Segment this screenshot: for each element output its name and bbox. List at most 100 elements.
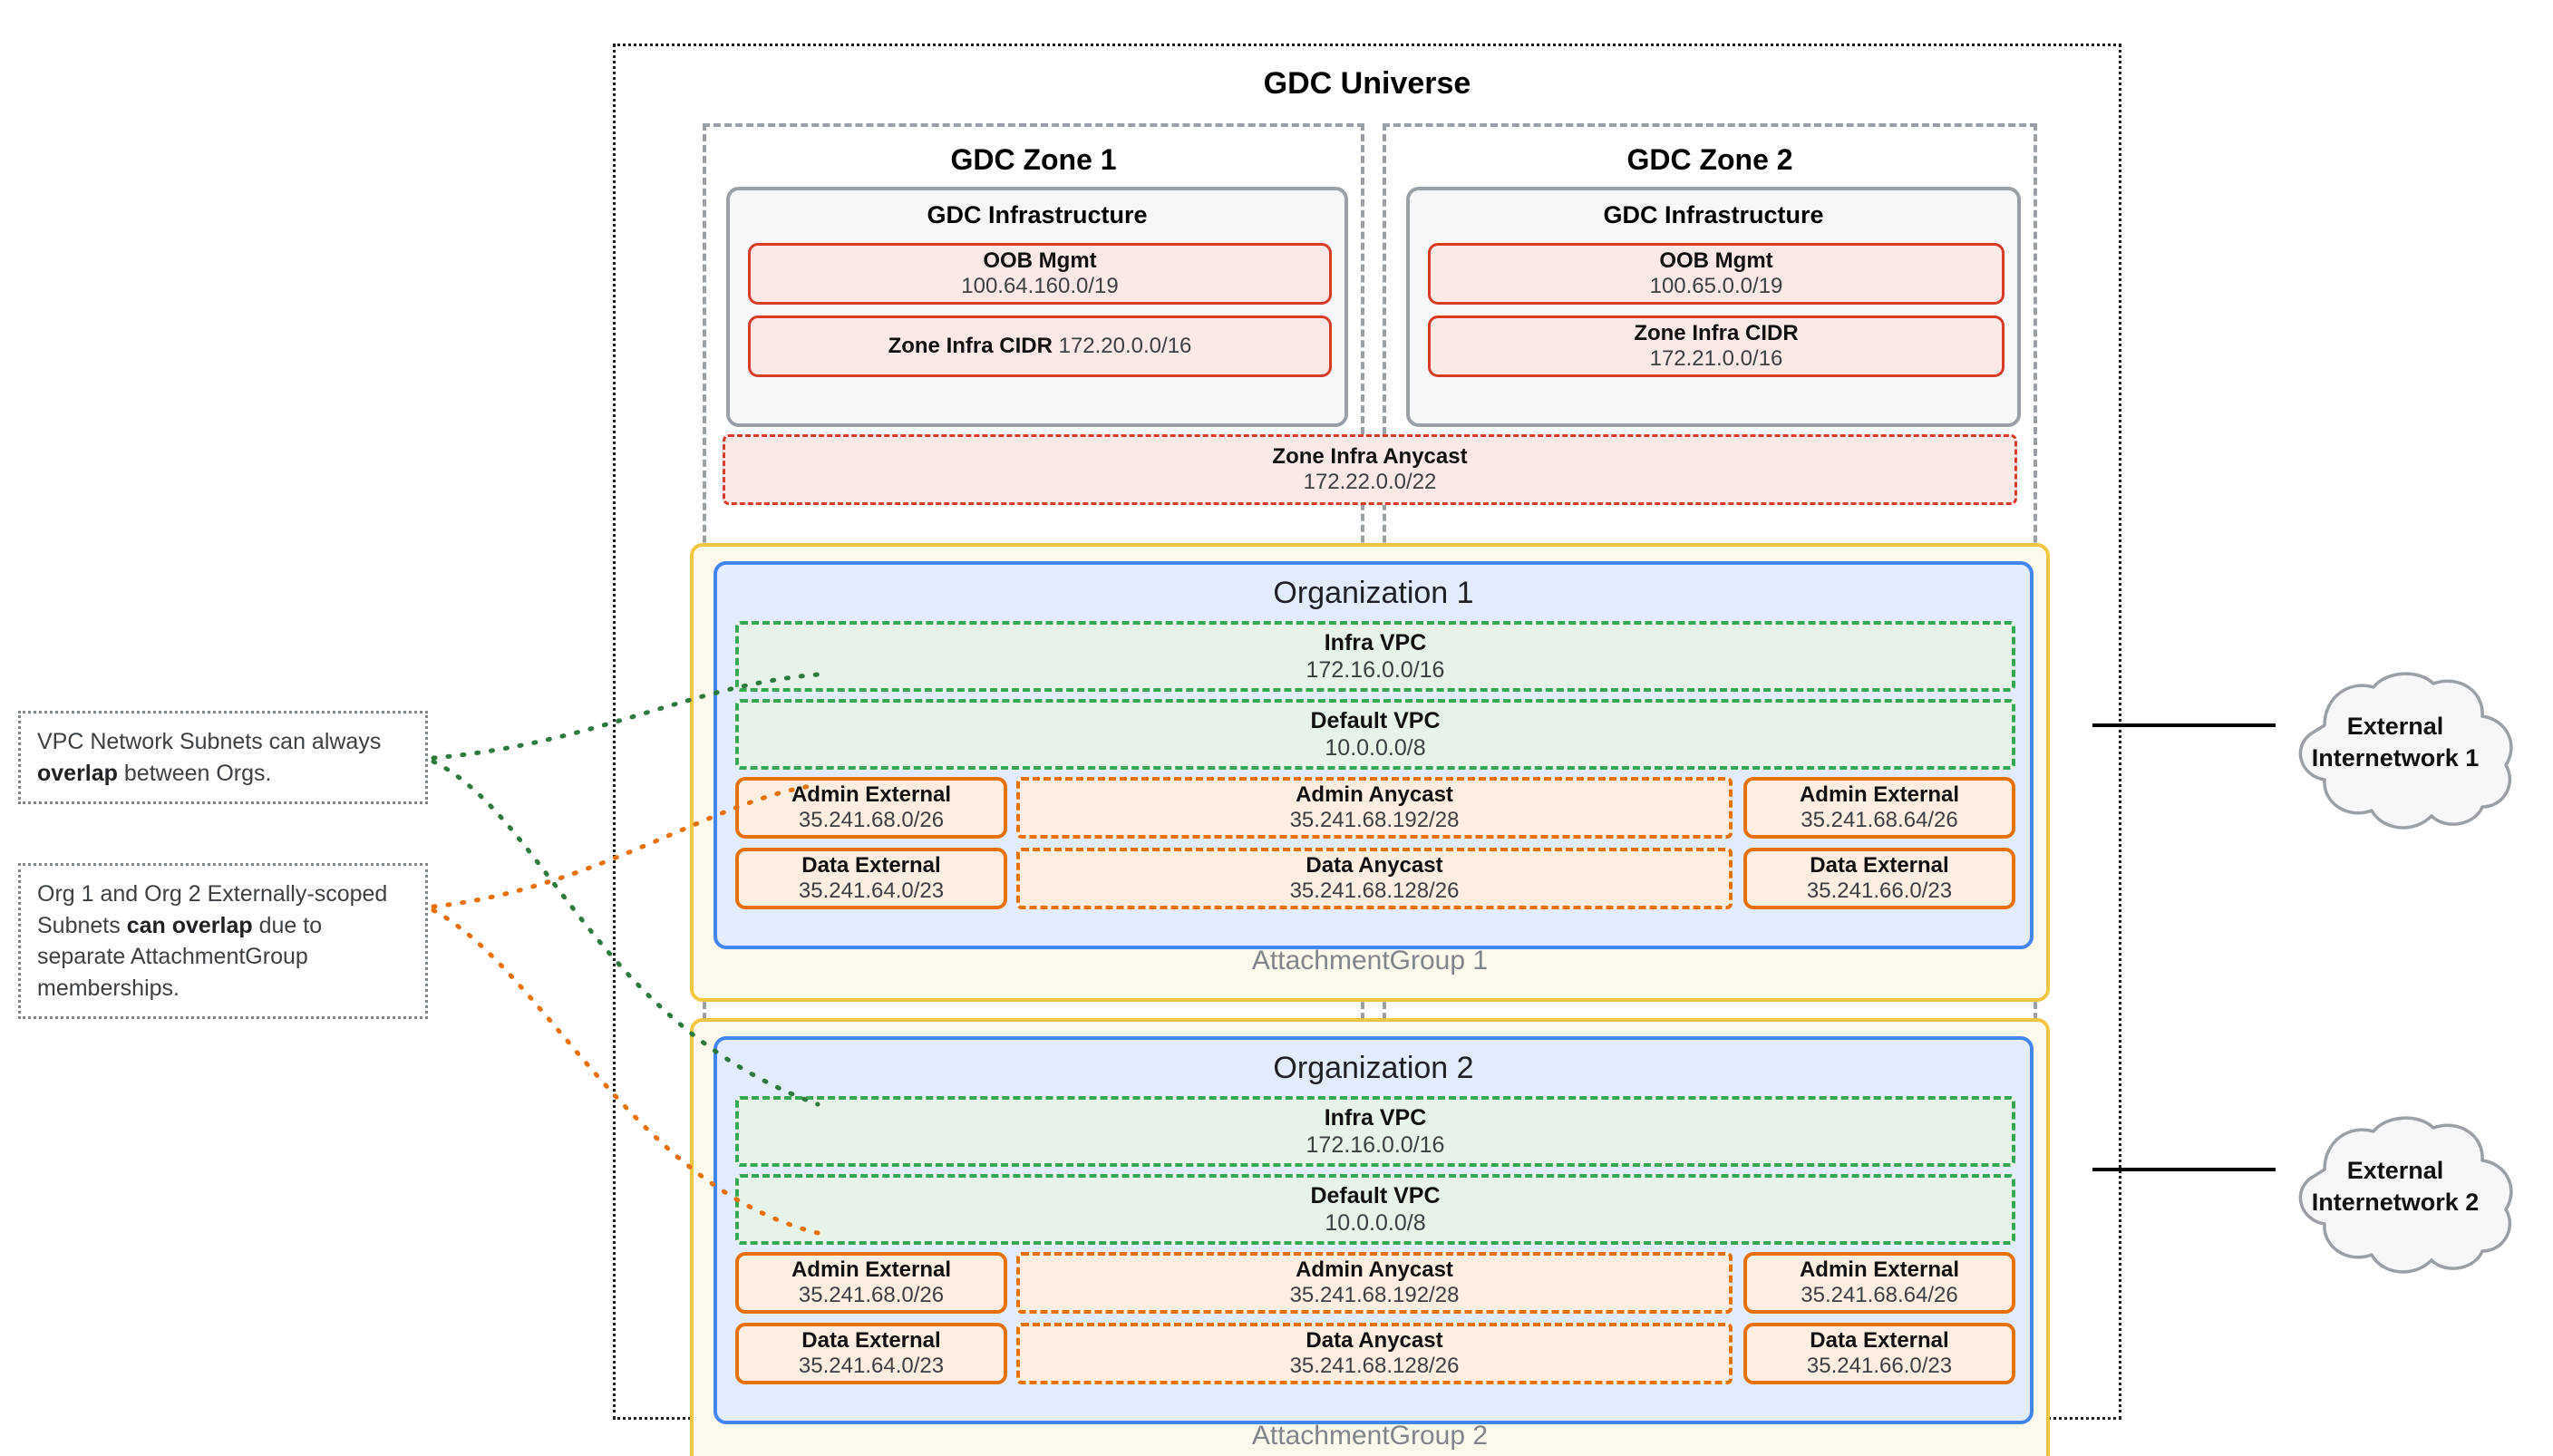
zone-infra-anycast-cidr: 172.22.0.0/22 [1303, 470, 1437, 494]
admin-external-right-cidr-org1: 35.241.68.64/26 [1801, 808, 1958, 832]
oob-mgmt-box-zone2: OOB Mgmt 100.65.0.0/19 [1428, 243, 2005, 305]
default-vpc-label-org2: Default VPC [1310, 1183, 1441, 1208]
organization-2-container: Organization 2 Infra VPC 172.16.0.0/16 D… [713, 1036, 2034, 1424]
note-1-pre: VPC Network Subnets can always [37, 729, 382, 754]
zone-infra-anycast-box: Zone Infra Anycast 172.22.0.0/22 [723, 434, 2017, 505]
external-internetwork-2-label: External Internetwork 2 [2259, 1155, 2531, 1218]
data-external-right-label-org2: Data External [1810, 1327, 1949, 1353]
annotation-note-external-overlap: Org 1 and Org 2 Externally-scoped Subnet… [18, 863, 428, 1019]
zone-infra-cidr-box-zone1: Zone Infra CIDR 172.20.0.0/16 [748, 315, 1332, 377]
gdc-zone-1-container: GDC Zone 1 GDC Infrastructure OOB Mgmt 1… [703, 123, 1364, 1367]
data-external-left-cidr-org1: 35.241.64.0/23 [798, 878, 945, 903]
external-internetwork-2-cloud: External Internetwork 2 [2259, 1113, 2531, 1286]
gdc-universe-container: GDC Universe GDC Zone 1 GDC Infrastructu… [613, 44, 2121, 1456]
attachment-group-2-container: AttachmentGroup 2 Organization 2 Infra V… [690, 1018, 2050, 1456]
organization-1-container: Organization 1 Infra VPC 172.16.0.0/16 D… [713, 561, 2034, 949]
admin-anycast-box-org2: Admin Anycast 35.241.68.192/28 [1016, 1252, 1733, 1314]
admin-external-right-box-org2: Admin External 35.241.68.64/26 [1743, 1252, 2015, 1314]
zone-infra-cidr-label-zone1: Zone Infra CIDR [888, 333, 1053, 358]
admin-external-left-label-org1: Admin External [791, 781, 952, 807]
admin-anycast-label-org1: Admin Anycast [1296, 781, 1453, 807]
gdc-zone-1-title: GDC Zone 1 [950, 143, 1117, 176]
admin-external-left-label-org2: Admin External [791, 1257, 952, 1282]
zone-infra-cidr-inline-zone1: Zone Infra CIDR 172.20.0.0/16 [888, 334, 1192, 359]
data-anycast-box-org2: Data Anycast 35.241.68.128/26 [1016, 1323, 1733, 1384]
attachment-group-1-container: AttachmentGroup 1 Organization 1 Infra V… [690, 543, 2050, 1002]
gdc-universe-title: GDC Universe [1263, 66, 1471, 101]
data-anycast-box-org1: Data Anycast 35.241.68.128/26 [1016, 848, 1733, 909]
cloud-2-line-2: Internetwork 2 [2311, 1188, 2480, 1216]
data-anycast-cidr-org1: 35.241.68.128/26 [1289, 878, 1460, 903]
infra-vpc-label-org1: Infra VPC [1324, 630, 1427, 655]
default-vpc-box-org1: Default VPC 10.0.0.0/8 [735, 699, 2015, 770]
admin-external-right-cidr-org2: 35.241.68.64/26 [1801, 1283, 1958, 1307]
oob-mgmt-cidr-zone2: 100.65.0.0/19 [1649, 274, 1783, 298]
cloud-2-line-1: External [2346, 1157, 2444, 1184]
admin-external-right-label-org2: Admin External [1799, 1257, 1960, 1282]
infra-vpc-cidr-org1: 172.16.0.0/16 [1306, 657, 1445, 683]
oob-mgmt-box-zone1: OOB Mgmt 100.64.160.0/19 [748, 243, 1332, 305]
data-external-left-box-org1: Data External 35.241.64.0/23 [735, 848, 1007, 909]
data-external-right-box-org1: Data External 35.241.66.0/23 [1743, 848, 2015, 909]
cloud-icon-2 [2298, 1116, 2513, 1274]
gdc-infrastructure-title-zone2: GDC Infrastructure [1603, 201, 1824, 228]
gdc-infrastructure-card-zone2: GDC Infrastructure OOB Mgmt 100.65.0.0/1… [1406, 187, 2021, 427]
gdc-infrastructure-title-zone1: GDC Infrastructure [927, 201, 1148, 228]
gdc-infrastructure-card-zone1: GDC Infrastructure OOB Mgmt 100.64.160.0… [726, 187, 1348, 427]
admin-anycast-cidr-org1: 35.241.68.192/28 [1289, 808, 1460, 832]
data-external-right-cidr-org2: 35.241.66.0/23 [1806, 1354, 1953, 1378]
note-2-pre: Org 1 and Org 2 Externally-scoped Subnet… [37, 881, 388, 938]
data-external-left-label-org2: Data External [801, 1327, 941, 1353]
zone-infra-cidr-value-zone2: 172.21.0.0/16 [1649, 346, 1783, 371]
oob-mgmt-cidr-zone1: 100.64.160.0/19 [961, 274, 1119, 298]
gdc-zone-2-container: GDC Zone 2 GDC Infrastructure OOB Mgmt 1… [1383, 123, 2037, 1367]
infra-vpc-cidr-org2: 172.16.0.0/16 [1306, 1132, 1445, 1158]
cloud-1-line-2: Internetwork 1 [2311, 743, 2480, 772]
cloud-1-line-1: External [2346, 713, 2444, 740]
admin-external-left-cidr-org1: 35.241.68.0/26 [798, 808, 945, 832]
infra-vpc-label-org2: Infra VPC [1324, 1105, 1427, 1131]
oob-mgmt-label-zone2: OOB Mgmt [1659, 248, 1773, 273]
data-external-right-label-org1: Data External [1810, 852, 1949, 878]
external-internetwork-1-label: External Internetwork 1 [2259, 711, 2531, 773]
admin-external-right-box-org1: Admin External 35.241.68.64/26 [1743, 777, 2015, 839]
data-anycast-label-org2: Data Anycast [1306, 1327, 1443, 1353]
note-2-post: due to separate AttachmentGroup membersh… [37, 912, 323, 1001]
zone-infra-cidr-box-zone2: Zone Infra CIDR 172.21.0.0/16 [1428, 315, 2005, 377]
data-external-left-box-org2: Data External 35.241.64.0/23 [735, 1323, 1007, 1384]
admin-external-left-cidr-org2: 35.241.68.0/26 [798, 1283, 945, 1307]
data-anycast-label-org1: Data Anycast [1306, 852, 1443, 878]
attachment-group-1-label: AttachmentGroup 1 [1251, 946, 1489, 976]
note-2-strong: can overlap [126, 912, 253, 938]
external-internetwork-1-cloud: External Internetwork 1 [2259, 669, 2531, 841]
admin-anycast-label-org2: Admin Anycast [1296, 1257, 1453, 1282]
data-external-right-cidr-org1: 35.241.66.0/23 [1806, 878, 1953, 903]
admin-anycast-box-org1: Admin Anycast 35.241.68.192/28 [1016, 777, 1733, 839]
zone-infra-anycast-label: Zone Infra Anycast [1272, 443, 1468, 469]
infra-vpc-box-org1: Infra VPC 172.16.0.0/16 [735, 621, 2015, 692]
zone-infra-cidr-value-zone1: 172.20.0.0/16 [1058, 333, 1192, 358]
admin-external-left-box-org2: Admin External 35.241.68.0/26 [735, 1252, 1007, 1314]
note-1-strong: overlap [37, 760, 118, 786]
data-anycast-cidr-org2: 35.241.68.128/26 [1289, 1354, 1460, 1378]
attachment-group-2-label: AttachmentGroup 2 [1251, 1421, 1489, 1451]
admin-external-left-box-org1: Admin External 35.241.68.0/26 [735, 777, 1007, 839]
data-external-right-box-org2: Data External 35.241.66.0/23 [1743, 1323, 2015, 1384]
infra-vpc-box-org2: Infra VPC 172.16.0.0/16 [735, 1096, 2015, 1167]
default-vpc-cidr-org2: 10.0.0.0/8 [1325, 1210, 1426, 1236]
admin-anycast-cidr-org2: 35.241.68.192/28 [1289, 1283, 1460, 1307]
zone-infra-cidr-label-zone2: Zone Infra CIDR [1634, 320, 1799, 345]
organization-1-title: Organization 1 [1273, 576, 1474, 610]
note-1-post: between Orgs. [117, 760, 272, 786]
default-vpc-box-org2: Default VPC 10.0.0.0/8 [735, 1174, 2015, 1245]
data-external-left-label-org1: Data External [801, 852, 941, 878]
default-vpc-cidr-org1: 10.0.0.0/8 [1325, 735, 1426, 761]
organization-2-title: Organization 2 [1273, 1051, 1474, 1085]
cloud-icon-1 [2298, 672, 2513, 830]
data-external-left-cidr-org2: 35.241.64.0/23 [798, 1354, 945, 1378]
default-vpc-label-org1: Default VPC [1310, 708, 1441, 733]
admin-external-right-label-org1: Admin External [1799, 781, 1960, 807]
gdc-zone-2-title: GDC Zone 2 [1626, 143, 1793, 176]
oob-mgmt-label-zone1: OOB Mgmt [983, 248, 1097, 273]
